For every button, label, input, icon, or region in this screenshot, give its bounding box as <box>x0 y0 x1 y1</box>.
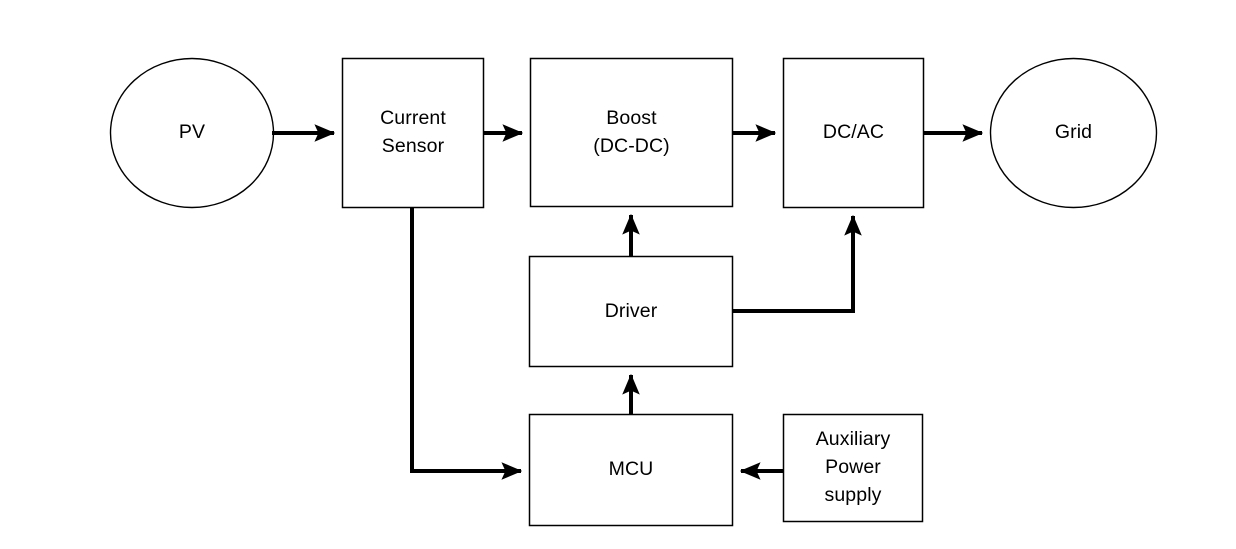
node-current-sensor-shape <box>341 57 485 209</box>
node-driver-shape <box>528 255 734 368</box>
node-pv[interactable] <box>110 58 274 208</box>
node-mcu[interactable] <box>529 414 733 526</box>
node-grid[interactable] <box>990 58 1157 208</box>
node-aux-power-supply-shape <box>782 413 924 523</box>
node-grid-shape <box>989 57 1158 209</box>
node-mcu-shape <box>528 413 734 527</box>
node-dc-ac[interactable] <box>783 58 924 208</box>
node-boost[interactable] <box>530 58 733 207</box>
node-driver[interactable] <box>529 256 733 367</box>
node-aux-power-supply[interactable] <box>783 414 923 522</box>
connector-current-sensor-to-mcu <box>410 208 523 480</box>
connector-driver-to-dc-ac <box>733 214 862 313</box>
node-dc-ac-shape <box>782 57 925 209</box>
node-boost-shape <box>529 57 734 208</box>
node-current-sensor[interactable] <box>342 58 484 208</box>
